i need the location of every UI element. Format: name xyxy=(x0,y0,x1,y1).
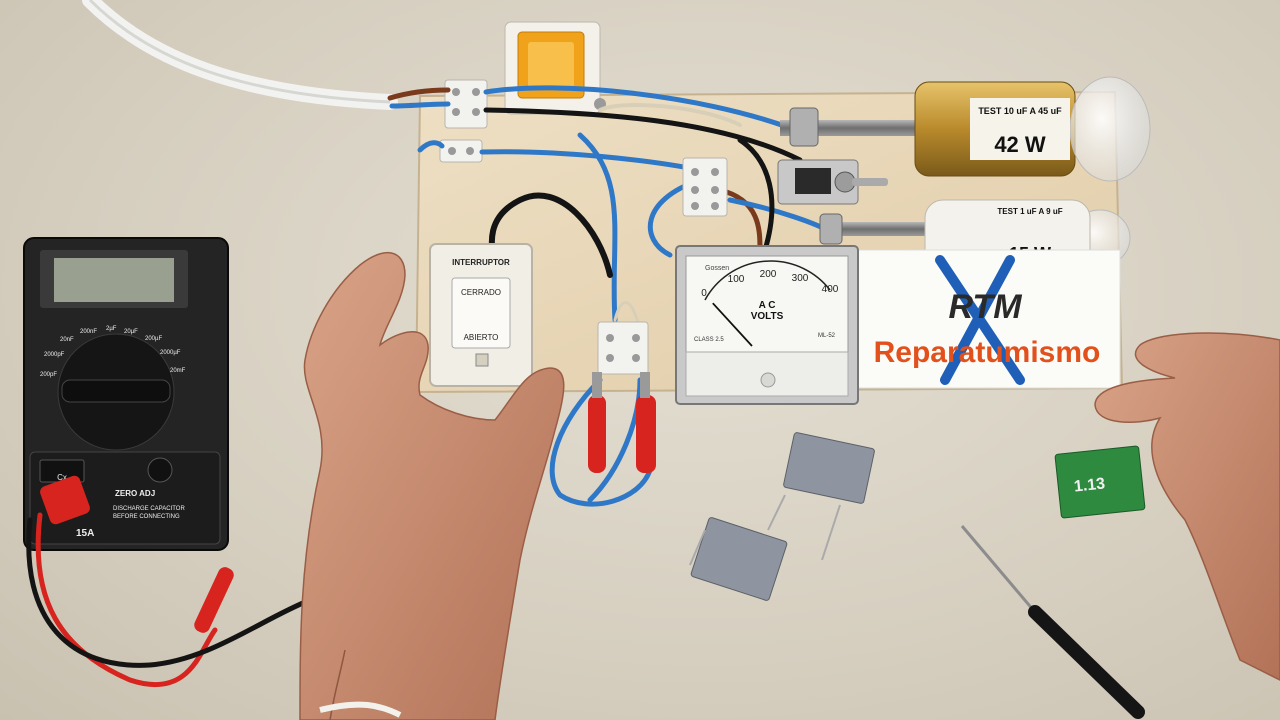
pilot-lamp-icon xyxy=(504,21,606,115)
ac-voltmeter: Gossen 0 100 200 300 400 A C VOLTS CLASS… xyxy=(675,245,859,405)
switch-off-label: ABIERTO xyxy=(464,333,499,342)
bulb-top-spec: TEST 10 uF A 45 uF xyxy=(978,106,1062,116)
toggle-switch-icon xyxy=(777,159,888,205)
bulb-top-watts: 42 W xyxy=(994,132,1046,157)
range-2uF: 2µF xyxy=(106,326,117,332)
warning-line1: DISCHARGE CAPACITOR xyxy=(113,506,185,512)
fuse-label: 15A xyxy=(76,528,94,539)
warning-line2: BEFORE CONNECTING xyxy=(113,514,180,520)
meter-needle xyxy=(712,302,753,347)
range-2000uF: 2000µF xyxy=(160,350,181,356)
meter-tick-0: 0 xyxy=(701,288,707,299)
logo-initials: RTM xyxy=(948,288,1022,326)
range-20nF: 20nF xyxy=(60,337,74,343)
bulb-bottom-spec: TEST 1 uF A 9 uF xyxy=(997,207,1062,216)
bulb-42w: TEST 10 uF A 45 uF 42 W xyxy=(780,76,1151,182)
wiring xyxy=(387,85,833,507)
test-leads xyxy=(26,475,313,688)
terminal-block-lower-icon xyxy=(597,321,649,375)
interruptor-switch: INTERRUPTOR CERRADO ABIERTO xyxy=(429,243,533,387)
film-capacitor-grey-1 xyxy=(767,432,875,561)
mains-cable xyxy=(82,0,398,110)
terminal-block-middle-icon xyxy=(682,157,728,217)
range-200pF: 200pF xyxy=(40,372,57,378)
meter-tick-100: 100 xyxy=(728,274,745,285)
reparatumismo-logo: RTM Reparatumismo xyxy=(854,249,1121,389)
meter-tick-400: 400 xyxy=(822,284,839,295)
meter-model: ML-52 xyxy=(818,333,836,339)
logo-name: Reparatumismo xyxy=(874,336,1101,369)
switch-title: INTERRUPTOR xyxy=(452,258,510,267)
zero-adj-label: ZERO ADJ xyxy=(115,489,155,498)
meter-tick-300: 300 xyxy=(792,273,809,284)
range-20uF: 20µF xyxy=(124,329,138,335)
meter-class: CLASS 2.5 xyxy=(694,337,724,343)
range-200uF: 200µF xyxy=(145,336,162,342)
meter-brand: Gossen xyxy=(705,265,729,272)
capacitance-meter: 200pF 2000pF 20nF 200nF 2µF 20µF 200µF 2… xyxy=(23,237,229,551)
green-capacitor-marking: 1.13 xyxy=(1073,475,1106,495)
cx-label: Cx xyxy=(57,473,67,482)
range-2000pF: 2000pF xyxy=(44,352,65,358)
switch-on-label: CERRADO xyxy=(461,288,501,297)
range-200nF: 200nF xyxy=(80,329,97,335)
range-20mF: 20mF xyxy=(170,368,186,374)
film-capacitor-grey-2 xyxy=(689,517,788,601)
right-hand xyxy=(1094,332,1280,681)
left-hand xyxy=(299,251,565,720)
meter-label-line2: VOLTS xyxy=(751,311,784,322)
film-capacitor-green: 1.13 xyxy=(1054,445,1146,519)
meter-label-line1: A C xyxy=(759,300,776,311)
meter-tick-200: 200 xyxy=(760,269,777,280)
red-alligator-clips-icon xyxy=(588,372,656,473)
terminal-block-icon xyxy=(439,79,488,163)
screwdriver-icon xyxy=(960,525,1145,719)
